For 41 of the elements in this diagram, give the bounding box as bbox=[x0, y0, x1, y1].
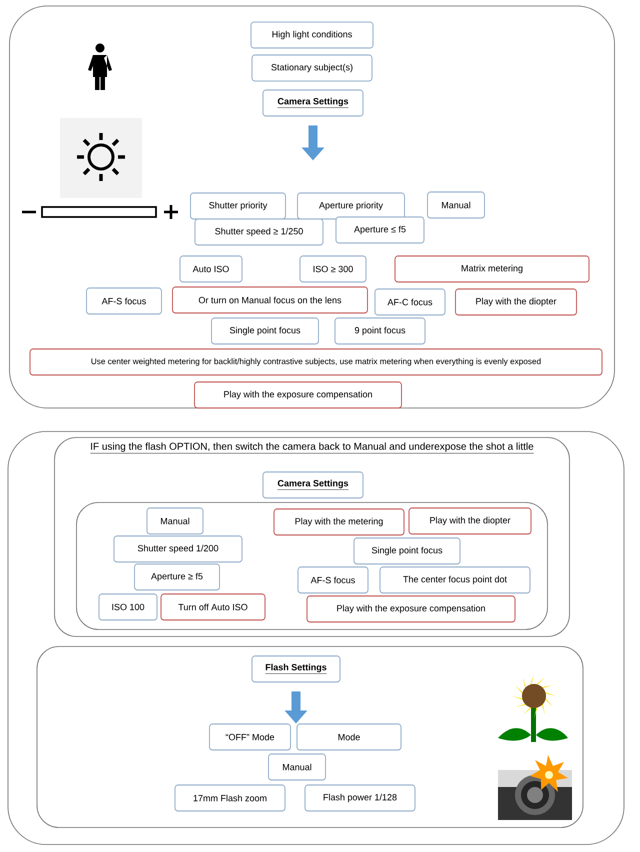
text-box: 17mm Flash zoom bbox=[174, 784, 286, 812]
highlight-box: Play with the diopter bbox=[455, 288, 577, 316]
text-box: Mode bbox=[296, 724, 402, 750]
highlight-box: Play with the metering bbox=[274, 508, 404, 536]
group-frame bbox=[36, 646, 584, 828]
heading-box: Camera Settings bbox=[262, 472, 364, 498]
highlight-box: Turn off Auto ISO bbox=[160, 594, 266, 620]
panel bbox=[9, 6, 615, 408]
text-box: Single point focus bbox=[354, 538, 460, 564]
text-box: ISO ≥ 300 bbox=[300, 256, 366, 282]
text-box: Flash power 1/128 bbox=[304, 784, 416, 812]
highlight-box: Or turn on Manual focus on the lens bbox=[172, 286, 368, 314]
group-frame bbox=[76, 502, 548, 630]
heading-box: Flash Settings bbox=[252, 656, 340, 682]
highlight-box: Play with the exposure compensation bbox=[194, 382, 402, 408]
heading-box: Camera Settings bbox=[262, 90, 364, 116]
text-box: “OFF” Mode bbox=[209, 724, 291, 750]
text-box: Single point focus bbox=[211, 318, 319, 344]
text-box: Manual bbox=[268, 754, 326, 780]
text-box: AF-C focus bbox=[374, 288, 446, 316]
highlight-box: Play with the diopter bbox=[408, 508, 532, 534]
text-box: Aperture priority bbox=[297, 192, 405, 220]
text-box: Auto ISO bbox=[180, 256, 242, 282]
text-box: Aperture ≥ f5 bbox=[134, 564, 220, 590]
text-box: AF-S focus bbox=[298, 566, 368, 594]
text-box: Shutter speed ≥ 1/250 bbox=[194, 218, 324, 246]
text-box: Shutter speed 1/200 bbox=[114, 536, 242, 562]
text-box: 9 point focus bbox=[334, 318, 426, 344]
text-box: AF-S focus bbox=[86, 288, 162, 314]
text-box: Shutter priority bbox=[190, 192, 286, 220]
panel bbox=[8, 431, 624, 845]
highlight-box: Play with the exposure compensation bbox=[306, 596, 516, 622]
highlight-box: Use center weighted metering for backlit/highly contrastive subjects, use matrix metering when everything is evenly exposed bbox=[30, 348, 602, 376]
highlight-box: Matrix metering bbox=[394, 256, 590, 282]
text-box: Aperture ≤ f5 bbox=[336, 216, 424, 244]
text-box: Manual bbox=[427, 192, 485, 218]
text-box: High light conditions bbox=[250, 22, 374, 48]
text-box: Manual bbox=[146, 508, 204, 534]
text-box: The center focus point dot bbox=[380, 566, 530, 594]
text-box: Stationary subject(s) bbox=[252, 54, 372, 82]
text-box: ISO 100 bbox=[98, 594, 158, 620]
